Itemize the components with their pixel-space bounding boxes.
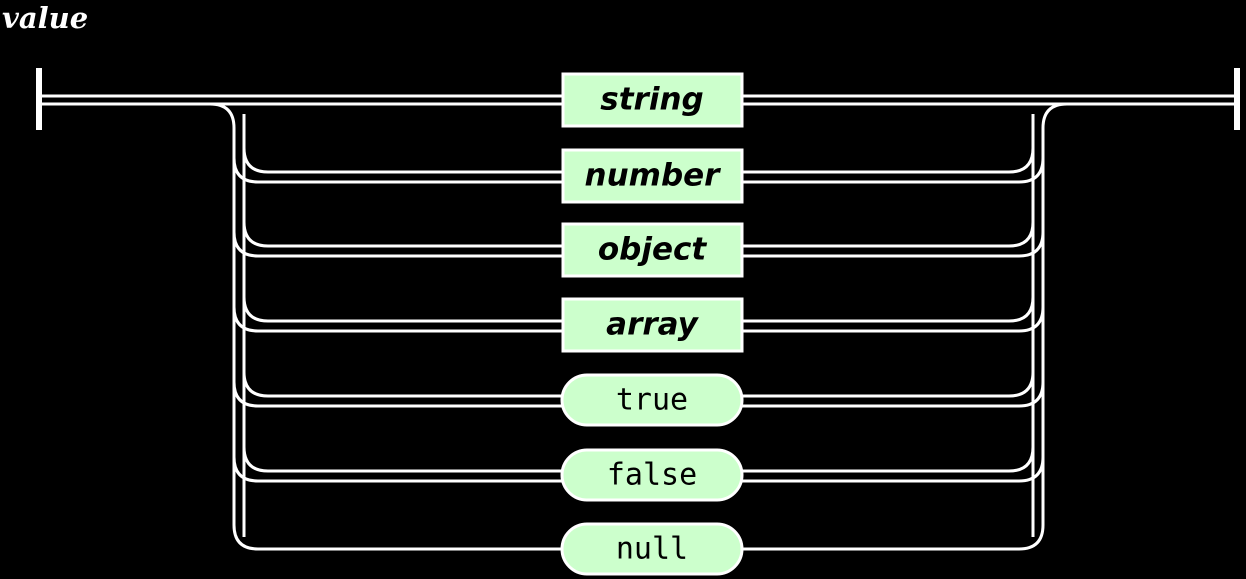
node-object-outline — [561, 222, 744, 278]
node-array-label: array — [606, 307, 699, 343]
node-false-label: false — [607, 458, 697, 493]
node-true[interactable]: true — [560, 373, 744, 427]
node-number-outline — [561, 148, 744, 204]
node-array-box — [563, 299, 742, 351]
node-string-label: string — [600, 82, 703, 118]
node-false[interactable]: false — [560, 448, 744, 502]
rail-right-join — [1018, 102, 1068, 551]
rail-left-fork — [209, 102, 259, 551]
node-array-outline — [561, 297, 744, 353]
rail-row-object — [232, 221, 1045, 258]
rail-row-true — [232, 371, 1045, 408]
node-null-pill — [560, 522, 744, 576]
node-object[interactable]: object — [561, 222, 744, 278]
rail-row-number — [232, 147, 1045, 184]
node-string-box — [563, 74, 742, 126]
node-object-box — [563, 224, 742, 276]
page-title: value — [2, 1, 88, 35]
node-true-label: true — [616, 383, 688, 418]
rail-row-array — [232, 296, 1045, 333]
rail-row-string — [39, 94, 1237, 106]
node-null[interactable]: null — [560, 522, 744, 576]
node-number-label: number — [585, 158, 722, 194]
node-false-pill — [560, 448, 744, 502]
node-true-pill — [560, 373, 744, 427]
node-array[interactable]: array — [561, 297, 744, 353]
node-number[interactable]: number — [561, 148, 744, 204]
node-object-label: object — [598, 232, 708, 268]
node-null-label: null — [616, 532, 688, 567]
node-string-outline — [561, 72, 744, 128]
node-number-box — [563, 150, 742, 202]
rail-row-false — [232, 446, 1045, 483]
node-string[interactable]: string — [561, 72, 744, 128]
